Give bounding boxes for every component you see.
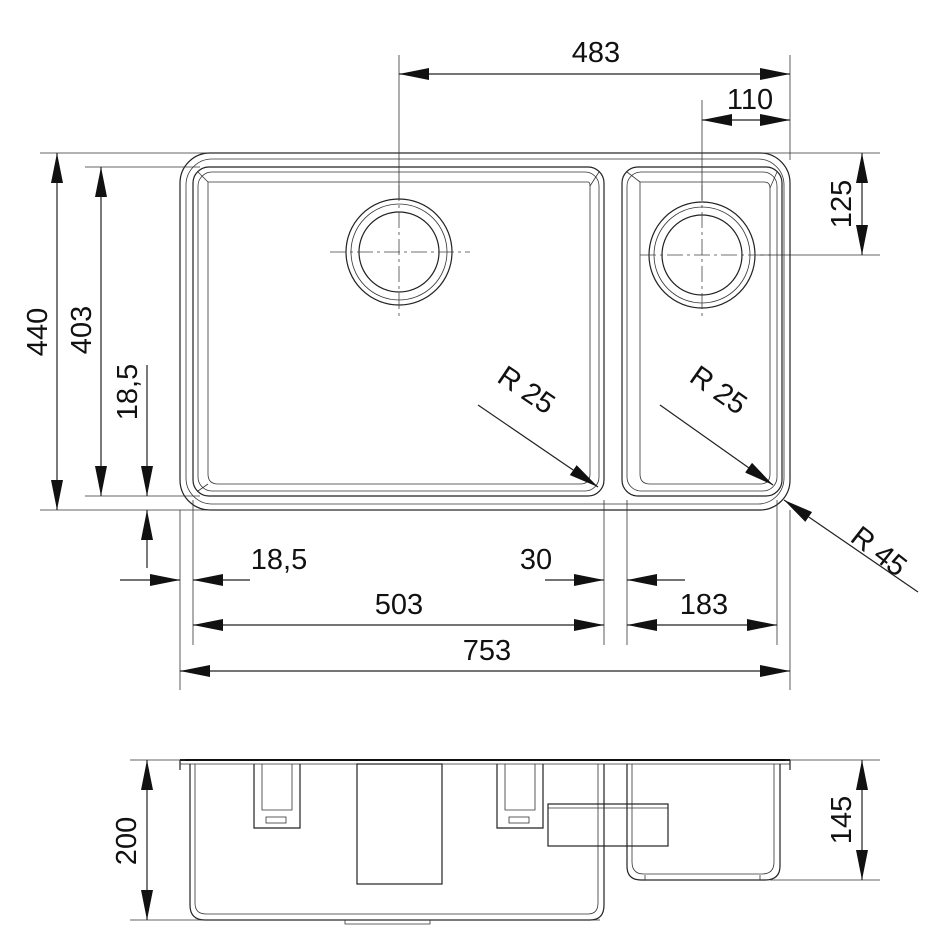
- small-drain: [640, 185, 770, 320]
- r25-small-leader: [659, 404, 774, 486]
- r25-main-label: R 25: [492, 360, 561, 421]
- dim-403-label: 403: [66, 306, 98, 354]
- dim-503-label: 503: [375, 589, 423, 621]
- main-bowl-inner-outline: [197, 171, 600, 492]
- overflow-connector: [547, 803, 669, 847]
- small-bowl-side: [626, 764, 781, 881]
- dim-145-label: 145: [826, 796, 858, 844]
- r45-leader: [783, 499, 919, 593]
- main-bowl-outline: [192, 166, 605, 497]
- top-view: 483 110 125 440 403 18,5 R 25 R 25 R 45 …: [22, 37, 919, 690]
- main-drain: [330, 185, 470, 320]
- main-bowl-side: [189, 764, 605, 921]
- r45-label: R 45: [845, 520, 913, 583]
- sink-outer-outline: [179, 152, 791, 511]
- mounting-clip-left: [253, 764, 301, 829]
- small-bowl-floor: [639, 181, 771, 485]
- mounting-clip-right: [496, 764, 544, 829]
- r25-main-leader: [477, 404, 599, 488]
- dim-30-label: 30: [520, 544, 552, 576]
- dim-183-label: 183: [680, 589, 728, 621]
- dim-125-label: 125: [826, 180, 858, 228]
- r25-small-label: R 25: [684, 360, 753, 421]
- dim-483-label: 483: [572, 37, 620, 69]
- sink-outer-outline-inner: [185, 158, 785, 505]
- dim-18-5-horizontal-label: 18,5: [251, 544, 307, 576]
- dim-18-5-vertical-label: 18,5: [112, 364, 144, 420]
- dim-110-label: 110: [727, 84, 773, 116]
- dim-753-label: 753: [463, 635, 511, 667]
- dim-200-label: 200: [111, 817, 143, 865]
- drain-housing: [356, 763, 443, 885]
- dim-440-label: 440: [22, 308, 54, 356]
- side-view: 200 145: [111, 759, 880, 925]
